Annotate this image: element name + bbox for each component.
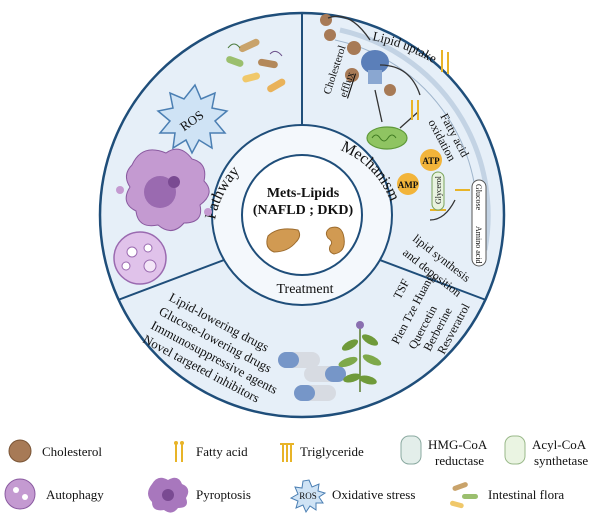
intestinal-flora-legend-icon — [450, 482, 478, 509]
divider-left — [117, 253, 241, 301]
ring-label-treatment: Treatment — [276, 282, 333, 297]
arrow-to-mito — [374, 89, 383, 123]
ros-starburst — [156, 83, 229, 155]
legend-hmg-line2: reductase — [435, 453, 484, 468]
pill-capsules — [278, 352, 346, 401]
liver-icon — [266, 228, 301, 253]
autophagy-cell — [113, 231, 167, 285]
herb-plant-icon — [338, 321, 382, 392]
cholesterol-ball-4 — [345, 68, 359, 82]
arrow-uptake — [379, 64, 421, 96]
fatty-acid-legend-icon — [174, 441, 184, 462]
legend-fatty-acid: Fatty acid — [196, 444, 248, 459]
divider-right — [363, 253, 487, 301]
legend-triglyceride: Triglyceride — [300, 444, 364, 459]
glycerol-capsule — [431, 171, 445, 211]
legend-cholesterol: Cholesterol — [42, 444, 102, 459]
kidney-icon — [325, 226, 345, 255]
ros-legend-icon — [289, 479, 327, 514]
hmg-coa-legend-icon — [400, 435, 422, 465]
cholesterol-legend-icon — [8, 439, 32, 463]
transporter-icon — [361, 50, 389, 84]
center-title-line2: (NAFLD ; DKD) — [253, 203, 354, 218]
atp-circle — [420, 149, 442, 171]
cholesterol-ball-1 — [320, 14, 332, 26]
glycerol-label: Glycerol — [434, 175, 443, 204]
amp-label: AMP — [398, 180, 419, 190]
legend-intestinal-flora: Intestinal flora — [488, 487, 564, 502]
amino-acid-label: Amino acid — [474, 226, 483, 264]
cholesterol-ball-5 — [384, 84, 396, 96]
legend-pyroptosis: Pyroptosis — [196, 487, 251, 502]
pyroptosis-legend-icon — [148, 477, 189, 513]
arrow-synthesis — [429, 199, 456, 221]
pyroptosis-cell — [116, 148, 212, 231]
legend-acyl-line1: Acyl-CoA — [532, 437, 587, 452]
legend-hmg-line1: HMG-CoA — [428, 437, 488, 452]
center-title-line1: Mets-Lipids — [267, 186, 340, 201]
legend-autophagy: Autophagy — [46, 487, 104, 502]
ros-legend-text: ROS — [299, 491, 317, 501]
intestinal-flora-group — [226, 38, 286, 93]
mitochondria-icon — [366, 126, 408, 150]
cholesterol-ball-2 — [324, 29, 336, 41]
amp-circle — [397, 173, 419, 195]
autophagy-legend-icon — [4, 478, 36, 510]
acyl-coa-legend-icon — [504, 435, 526, 465]
glucose-label: Glucose — [474, 184, 483, 211]
atp-label: ATP — [422, 156, 440, 166]
glucose-capsule — [471, 179, 487, 267]
legend-oxidative-stress: Oxidative stress — [332, 487, 415, 502]
legend-acyl-line2: synthetase — [534, 453, 588, 468]
cholesterol-ball-3 — [347, 41, 361, 55]
arrow-efflux — [327, 15, 371, 41]
cell-membrane — [339, 27, 491, 251]
legend: Cholesterol Fatty acid Triglyceride HMG-… — [4, 435, 588, 514]
triglyceride-legend-icon — [280, 443, 294, 462]
arrow-oxidation — [399, 111, 419, 129]
